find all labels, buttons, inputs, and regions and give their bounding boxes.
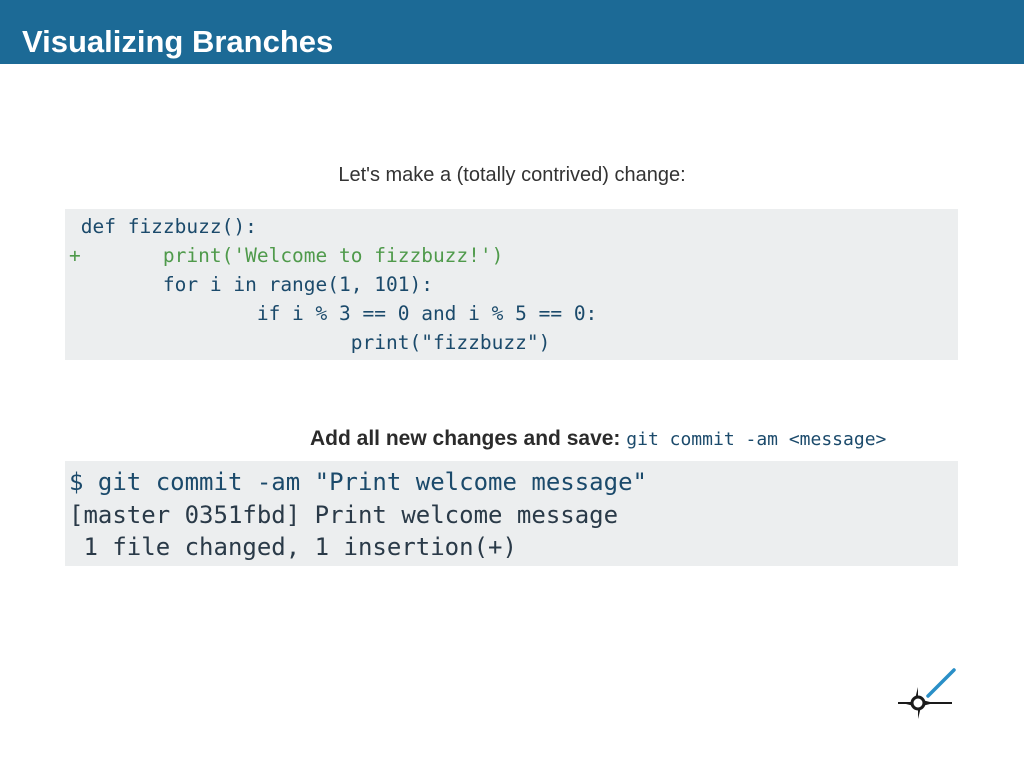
diff-line: print("fizzbuzz")	[69, 331, 551, 354]
save-instruction-label: Add all new changes and save:	[310, 427, 621, 450]
diff-code-block: def fizzbuzz(): + print('Welcome to fizz…	[65, 209, 958, 360]
diff-line-added: + print('Welcome to fizzbuzz!')	[69, 244, 504, 267]
diff-line: if i % 3 == 0 and i % 5 == 0:	[69, 302, 598, 325]
diff-line: for i in range(1, 101):	[69, 273, 433, 296]
terminal-output-block: $ git commit -am "Print welcome message"…	[65, 461, 958, 566]
terminal-output-line: [master 0351fbd] Print welcome message	[69, 501, 619, 529]
slide-header: Visualizing Branches	[0, 0, 1024, 64]
save-instruction-command: git commit -am <message>	[626, 429, 887, 450]
diff-line: def fizzbuzz():	[69, 215, 257, 238]
save-instruction: Add all new changes and save: git commit…	[310, 424, 886, 455]
terminal-output-line: 1 file changed, 1 insertion(+)	[69, 533, 517, 561]
slide-title: Visualizing Branches	[22, 24, 334, 59]
terminal-command-line: $ git commit -am "Print welcome message"	[69, 468, 647, 496]
intro-text: Let's make a (totally contrived) change:	[338, 164, 686, 186]
compass-star-logo-icon	[898, 668, 956, 719]
